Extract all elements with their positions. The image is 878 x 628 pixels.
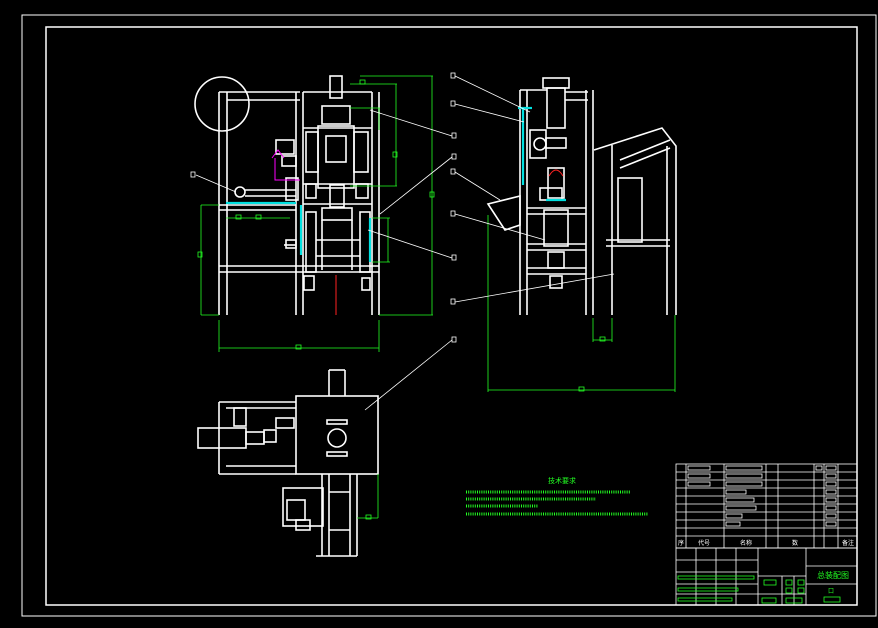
side-view [486,77,677,315]
header-remark: 备注 [842,539,854,547]
sheet-frame [21,14,877,617]
title-block-green-fields [677,575,841,604]
top-view-dimensions [357,474,379,520]
side-view-dimensions [487,215,676,392]
top-view [197,369,379,557]
header-name: 名称 [740,539,752,547]
title-block [675,547,858,606]
parts-list-header: 序 代号 名称 数 备注 [678,539,854,547]
header-qty: 数 [792,539,798,547]
parts-list [675,463,858,549]
part-balloons [190,72,457,343]
front-view-highlights [226,149,372,315]
leader-lines [195,75,615,411]
notes-title: 技术要求 [548,476,576,485]
front-view [194,75,380,315]
front-view-dimensions [197,75,435,352]
title-block-mark: 口 [828,588,834,595]
drawing-title: 总装配图 [817,570,849,580]
header-code: 代号 [698,539,710,547]
technical-notes: 技术要求 [466,476,648,516]
header-seq: 序 [678,539,684,547]
side-view-highlights [518,106,566,202]
